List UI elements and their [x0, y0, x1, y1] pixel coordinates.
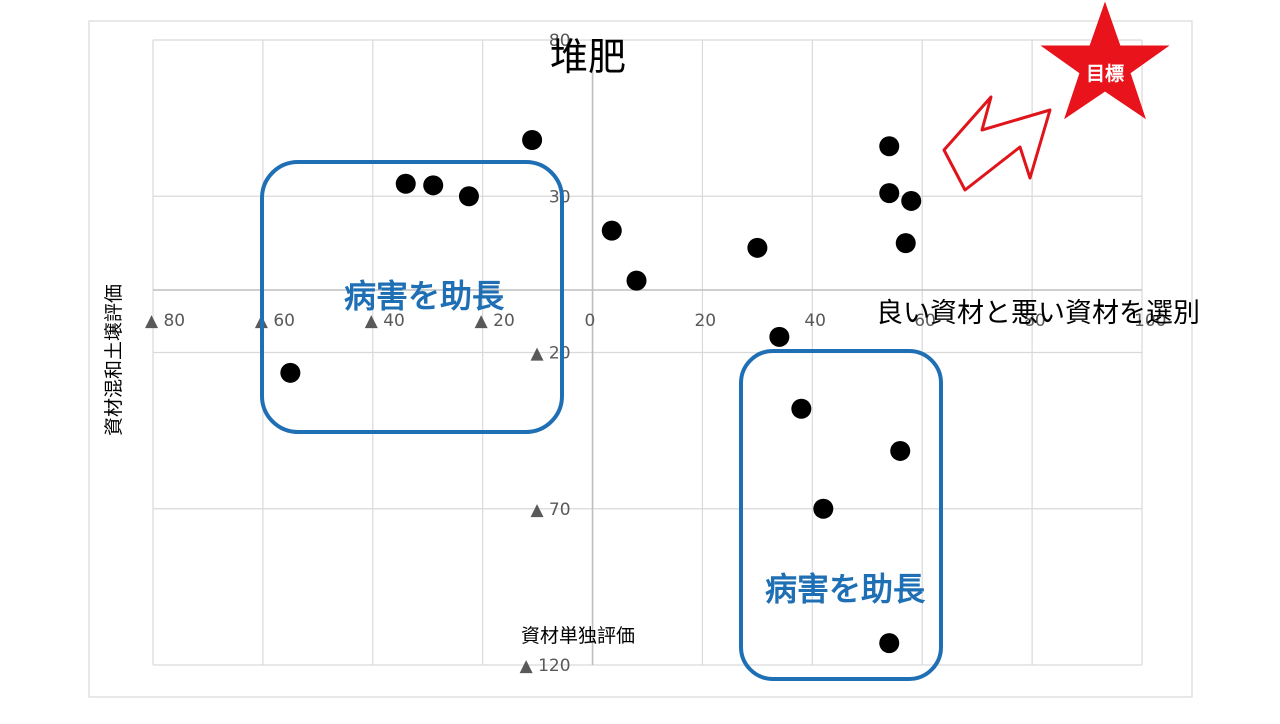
x-tick-label: ▲ 80 [145, 311, 185, 331]
data-point [769, 326, 790, 347]
x-tick-label: ▲ 40 [365, 311, 405, 331]
right-note: 良い資材と悪い資材を選別 [876, 298, 1200, 329]
data-point [458, 186, 479, 207]
data-point [890, 440, 911, 461]
y-tick-label: 80 [549, 31, 571, 51]
data-point [601, 220, 622, 241]
y-tick-label: ▲ 20 [530, 344, 570, 364]
data-point [395, 173, 416, 194]
data-point [879, 183, 900, 204]
data-point [879, 136, 900, 157]
x-tick-label: 40 [804, 311, 826, 331]
data-point [813, 498, 834, 519]
x-tick-label: 80 [1024, 311, 1046, 331]
data-point [747, 237, 768, 258]
chart-title: 堆肥 [550, 35, 626, 79]
x-tick-label: ▲ 20 [475, 311, 515, 331]
region-label-left: 病害を助長 [344, 277, 505, 315]
x-tick-label: 0 [585, 311, 596, 331]
region-label-bottom: 病害を助長 [765, 570, 926, 608]
data-point [280, 362, 301, 383]
y-tick-label: ▲ 70 [530, 500, 570, 520]
region-box-left [260, 160, 564, 434]
x-tick-label: 20 [694, 311, 716, 331]
data-point [423, 175, 444, 196]
x-tick-label: 100 [1134, 311, 1166, 331]
x-tick-label: ▲ 60 [255, 311, 295, 331]
region-box-bottom [739, 349, 943, 681]
y-tick-label: 30 [549, 187, 571, 207]
data-point [522, 130, 543, 150]
x-tick-labels: ▲ 80 ▲ 60 ▲ 40 ▲ 20 0 20 40 60 80 100 [145, 311, 1166, 331]
data-point [626, 270, 647, 291]
arrow-icon [942, 95, 1052, 192]
y-axis-label: 資材混和土壌評価 [103, 284, 125, 436]
data-points [280, 130, 922, 654]
data-point [901, 190, 922, 211]
y-tick-label: ▲ 120 [520, 656, 571, 676]
star-icon [1040, 1, 1170, 120]
axes [153, 40, 1142, 665]
data-point [879, 633, 900, 654]
x-tick-label: 60 [914, 311, 936, 331]
data-point [895, 233, 916, 254]
x-axis-label: 資材単独評価 [521, 625, 635, 647]
data-point [791, 398, 812, 419]
target-label: 目標 [1086, 62, 1124, 85]
